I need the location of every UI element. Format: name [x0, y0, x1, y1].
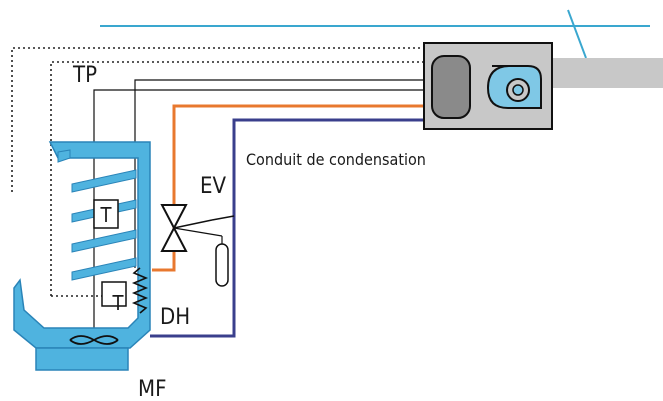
thermostat-top: [93, 199, 119, 229]
evaporator-cabinet: [13, 141, 151, 371]
condenser-fan-icon: [486, 65, 542, 109]
evaporator-fins: [57, 149, 137, 281]
duct-break-line: [567, 9, 587, 59]
label-ev: EV: [200, 174, 227, 199]
expansion-valve-icon: [160, 204, 235, 287]
suction-line: [150, 118, 424, 338]
liquid-line: [152, 104, 424, 272]
label-tp: TP: [72, 63, 97, 88]
fan-icon: [69, 335, 119, 345]
label-mf: MF: [138, 377, 166, 401]
label-dh: DH: [160, 305, 190, 330]
power-wire-outer: [93, 89, 424, 342]
thermostat-bottom-label: T: [112, 291, 125, 315]
sensing-bulb: [215, 243, 229, 287]
thermostat-bottom: [101, 281, 127, 307]
heater-coil-icon: [131, 267, 149, 314]
thermostat-top-label: T: [100, 203, 113, 227]
compressor-icon: [431, 55, 471, 119]
exhaust-duct: [550, 58, 663, 88]
label-conduit: Conduit de condensation: [246, 150, 426, 169]
